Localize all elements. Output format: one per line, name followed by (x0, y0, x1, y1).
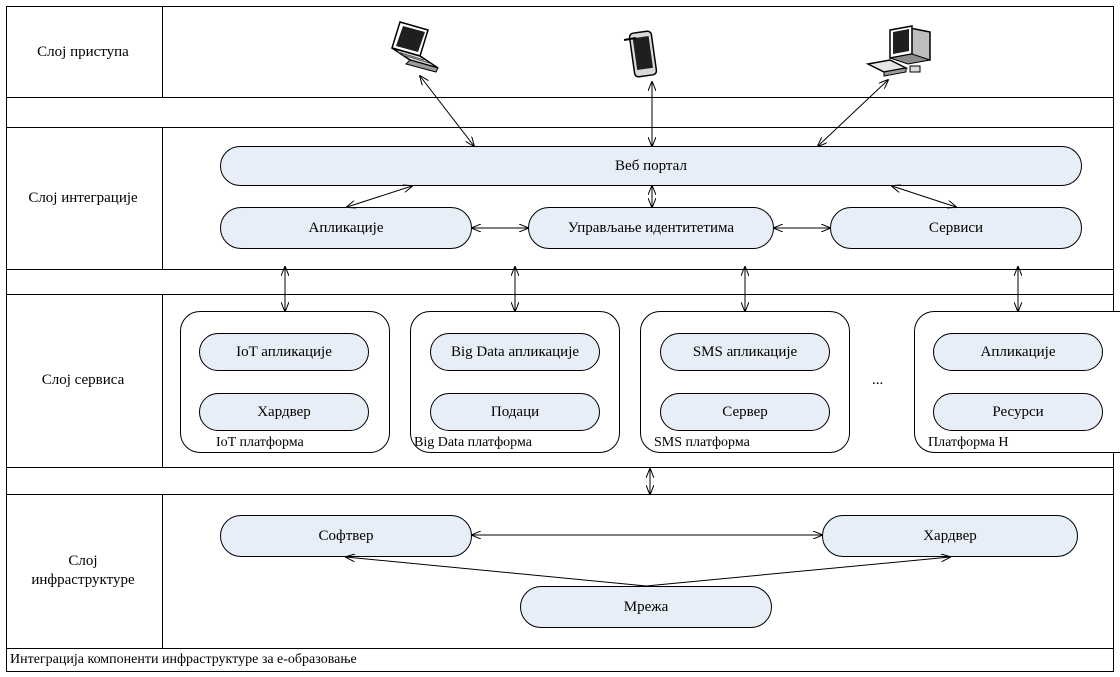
platform-n-label: Платформа Н (928, 435, 1009, 450)
laptop-icon (391, 21, 439, 73)
sms-applications: SMS апликације (660, 333, 830, 371)
desktop-computer-icon (865, 25, 931, 77)
integration-services: Сервиси (830, 207, 1082, 249)
big-data-data: Подаци (430, 393, 600, 431)
layer-label-integration: Слој интеграције (28, 189, 138, 206)
layer-label-access: Слој приступа (37, 43, 129, 60)
identity-management: Управљање идентитетима (528, 207, 774, 249)
divider (162, 6, 163, 98)
infrastructure-network: Мрежа (520, 586, 772, 628)
divider (6, 467, 1114, 468)
layer-label-infrastructure-line2: инфраструктуре (31, 572, 135, 588)
layer-label-infrastructure: Слој инфраструктуре (6, 494, 160, 648)
divider (6, 294, 1114, 295)
arrow-portal-services (892, 186, 956, 207)
sms-server: Сервер (660, 393, 830, 431)
arrow-desktop-portal (818, 80, 888, 146)
divider (162, 494, 163, 649)
platforms-ellipsis: ... (872, 372, 884, 388)
platform-n-applications: Апликације (933, 333, 1103, 371)
iot-hardware: Хардвер (199, 393, 369, 431)
diagram-caption: Интеграција компоненти инфраструктуре за… (10, 652, 357, 667)
platform-iot-label: IoT платформа (216, 435, 304, 450)
arrow-laptop-portal (420, 76, 474, 146)
frame-bottom (6, 671, 1114, 672)
divider (6, 97, 1114, 98)
divider (6, 269, 1114, 270)
web-portal: Веб портал (220, 146, 1082, 186)
arrow-hardware-network (645, 557, 950, 587)
divider (6, 494, 1114, 495)
integration-applications: Апликације (220, 207, 472, 249)
arrow-software-network (346, 557, 647, 587)
big-data-applications: Big Data апликације (430, 333, 600, 371)
divider (162, 294, 163, 468)
arrow-portal-applications (347, 186, 412, 207)
infrastructure-software: Софтвер (220, 515, 472, 557)
divider (6, 648, 1114, 649)
platform-sms-label: SMS платформа (654, 435, 750, 450)
layer-label-infrastructure-line1: Слој (68, 553, 98, 569)
frame-left (6, 6, 7, 672)
tablet-icon (623, 30, 658, 78)
iot-applications: IoT апликације (199, 333, 369, 371)
layer-label-services: Слој сервиса (41, 372, 125, 388)
divider (162, 127, 163, 270)
divider (6, 127, 1114, 128)
frame-top (6, 6, 1114, 7)
platform-big-data-label: Big Data платформа (414, 435, 532, 450)
platform-n-resources: Ресурси (933, 393, 1103, 431)
infrastructure-hardware: Хардвер (822, 515, 1078, 557)
